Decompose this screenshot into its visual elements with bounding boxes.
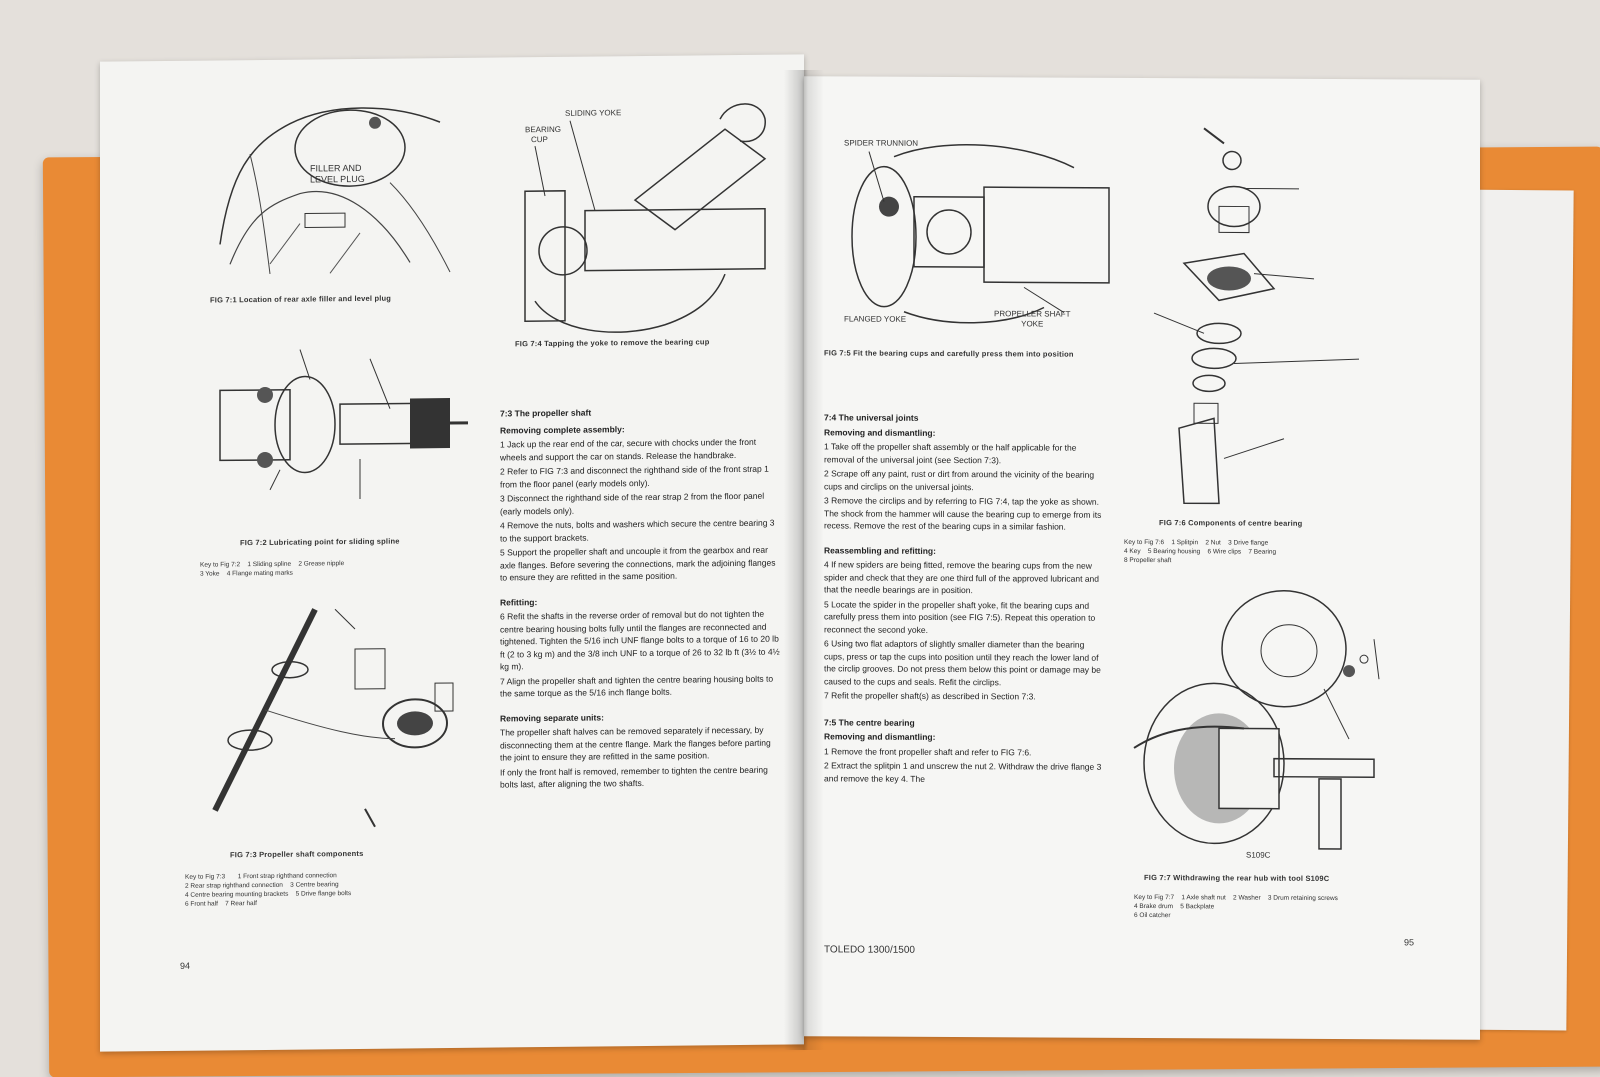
fig-7-4-callout-3: CUP (531, 134, 548, 145)
section-heading: 7:3 The propeller shaft (500, 407, 592, 419)
fig-7-6-key-item: 7 Bearing (1248, 548, 1277, 556)
fig-7-1-callout-2: LEVEL PLUG (310, 173, 365, 185)
step: 6 Refit the shafts in the reverse order … (500, 608, 780, 672)
fig-7-7-illustration: S109C (1124, 578, 1394, 869)
step: 2 Scrape off any paint, rust or dirt fro… (824, 468, 1095, 492)
paragraph: If only the front half is removed, remem… (500, 764, 768, 790)
section-7-4: 7:4 The universal joints Removing and di… (824, 411, 1106, 787)
page-number-right: 95 (1404, 937, 1415, 948)
fig-7-1-illustration: FILLER AND LEVEL PLUG (210, 92, 470, 285)
fig-7-3-key-item: 6 Front half (185, 900, 218, 908)
fig-7-6-key-item: 4 Key (1124, 547, 1141, 555)
fig-7-2-key-item: 3 Yoke (200, 570, 220, 578)
section-heading: 7:4 The universal joints (824, 412, 919, 423)
fig-7-3-key-item: 2 Rear strap righthand connection (185, 881, 283, 890)
fig-7-5-callout-4: YOKE (1021, 319, 1044, 329)
fig-7-5-illustration: SPIDER TRUNNION FLANGED YOKE PROPELLER S… (834, 126, 1114, 337)
step: 3 Remove the circlips and by referring t… (824, 495, 1102, 532)
fig-7-7-key-item: 3 Drum retaining screws (1267, 894, 1338, 903)
step: 4 Remove the nuts, bolts and washers whi… (500, 517, 775, 543)
fig-7-2-key: Key to Fig 7:2 1 Sliding spline 2 Grease… (200, 559, 344, 579)
step: 1 Remove the front propeller shaft and r… (824, 745, 1032, 757)
fig-7-3-key-item: 1 Front strap righthand connection (237, 872, 337, 881)
step: 4 If new spiders are being fitted, remov… (824, 559, 1100, 596)
subheading: Removing separate units: (500, 711, 604, 723)
step: 3 Disconnect the righthand side of the r… (500, 490, 765, 516)
fig-7-4-callout-1: SLIDING YOKE (565, 108, 622, 118)
fig-7-7-key-item: 2 Washer (1233, 894, 1261, 902)
section-heading: 7:5 The centre bearing (824, 716, 915, 728)
fig-7-3-illustration (195, 588, 475, 841)
fig-7-3-key-item: 3 Centre bearing (290, 881, 339, 889)
fig-7-2-key-item: 4 Flange mating marks (226, 569, 293, 578)
fig-7-3-key: Key to Fig 7:3 1 Front strap righthand c… (185, 871, 351, 909)
tool-label: S109C (1246, 850, 1271, 860)
step: 5 Support the propeller shaft and uncoup… (500, 544, 776, 583)
fig-7-6-illustration (1124, 118, 1384, 509)
fig-7-6-key-title: Key to Fig 7:6 (1124, 538, 1165, 547)
fig-7-3-key-item: 5 Drive flange bolts (295, 890, 352, 898)
fig-7-7-key-item: 5 Backplate (1180, 903, 1215, 911)
subheading: Removing complete assembly: (500, 423, 625, 435)
fig-7-7-caption: FIG 7:7 Withdrawing the rear hub with to… (1144, 873, 1330, 883)
fig-7-6-key-item: 5 Bearing housing (1147, 548, 1201, 556)
fig-7-3-caption: FIG 7:3 Propeller shaft components (230, 848, 364, 860)
fig-7-2-key-item: 1 Sliding spline (247, 560, 292, 569)
subheading: Reassembling and refitting: (824, 544, 936, 556)
fig-7-5-callout-1: SPIDER TRUNNION (844, 138, 919, 148)
section-7-3: 7:3 The propeller shaft Removing complet… (500, 405, 782, 793)
subheading: Refitting: (500, 596, 538, 607)
fig-7-2-key-title: Key to Fig 7:2 (200, 561, 241, 569)
step: 2 Refer to FIG 7:3 and disconnect the ri… (500, 463, 769, 489)
step: 6 Using two flat adaptors of slightly sm… (824, 638, 1101, 687)
fig-7-1-callout-1: FILLER AND (310, 162, 362, 174)
subheading: Removing and dismantling: (824, 731, 936, 742)
fig-7-6-key-item: 1 Splitpin (1171, 539, 1199, 547)
subheading: Removing and dismantling: (824, 426, 936, 438)
step: 7 Refit the propeller shaft(s) as descri… (824, 690, 1036, 702)
fig-7-7-key-item: 1 Axle shaft nut (1181, 894, 1226, 902)
step: 5 Locate the spider in the propeller sha… (824, 598, 1096, 635)
fig-7-6-key-item: 6 Wire clips (1207, 548, 1242, 556)
right-page: SPIDER TRUNNION FLANGED YOKE PROPELLER S… (804, 76, 1480, 1040)
fig-7-6-key: Key to Fig 7:6 1 Splitpin 2 Nut 3 Drive … (1124, 538, 1276, 566)
fig-7-4-illustration: SLIDING YOKE BEARING CUP (495, 99, 775, 352)
step: 1 Take off the propeller shaft assembly … (824, 441, 1077, 465)
left-page: FILLER AND LEVEL PLUG FIG 7:1 Location o… (100, 54, 804, 1052)
book-gutter (784, 70, 824, 1050)
fig-7-7-key-item: 4 Brake drum (1134, 902, 1174, 911)
step: 2 Extract the splitpin 1 and unscrew the… (824, 760, 1102, 784)
fig-7-7-key: Key to Fig 7:7 1 Axle shaft nut 2 Washer… (1134, 893, 1338, 921)
fig-7-5-callout-3: PROPELLER SHAFT (994, 309, 1071, 319)
fig-7-6-key-item: 3 Drive flange (1228, 539, 1269, 547)
fig-7-5-caption: FIG 7:5 Fit the bearing cups and careful… (824, 348, 1074, 359)
fig-7-7-key-item: 6 Oil catcher (1134, 911, 1171, 920)
page-number-left: 94 (180, 960, 191, 971)
fig-7-6-key-item: 2 Nut (1205, 539, 1221, 547)
fig-7-2-caption: FIG 7:2 Lubricating point for sliding sp… (240, 536, 400, 548)
fig-7-7-key-title: Key to Fig 7:7 (1134, 893, 1175, 902)
fig-7-3-key-item: 4 Centre bearing mounting brackets (185, 890, 289, 899)
fig-7-2-illustration (210, 338, 470, 531)
fig-7-6-key-item: 8 Propeller shaft (1124, 556, 1172, 565)
step: 7 Align the propeller shaft and tighten … (500, 673, 774, 699)
fig-7-3-key-item: 7 Rear half (225, 900, 257, 908)
fig-7-3-key-title: Key to Fig 7:3 (185, 873, 226, 881)
step: 1 Jack up the rear end of the car, secur… (500, 436, 757, 462)
fig-7-6-caption: FIG 7:6 Components of centre bearing (1159, 518, 1303, 528)
running-title: TOLEDO 1300/1500 (824, 944, 915, 956)
fig-7-5-callout-2: FLANGED YOKE (844, 314, 907, 324)
paragraph: The propeller shaft halves can be remove… (500, 724, 771, 763)
fig-7-1-caption: FIG 7:1 Location of rear axle filler and… (210, 293, 392, 305)
fig-7-2-key-item: 2 Grease nipple (298, 560, 345, 568)
